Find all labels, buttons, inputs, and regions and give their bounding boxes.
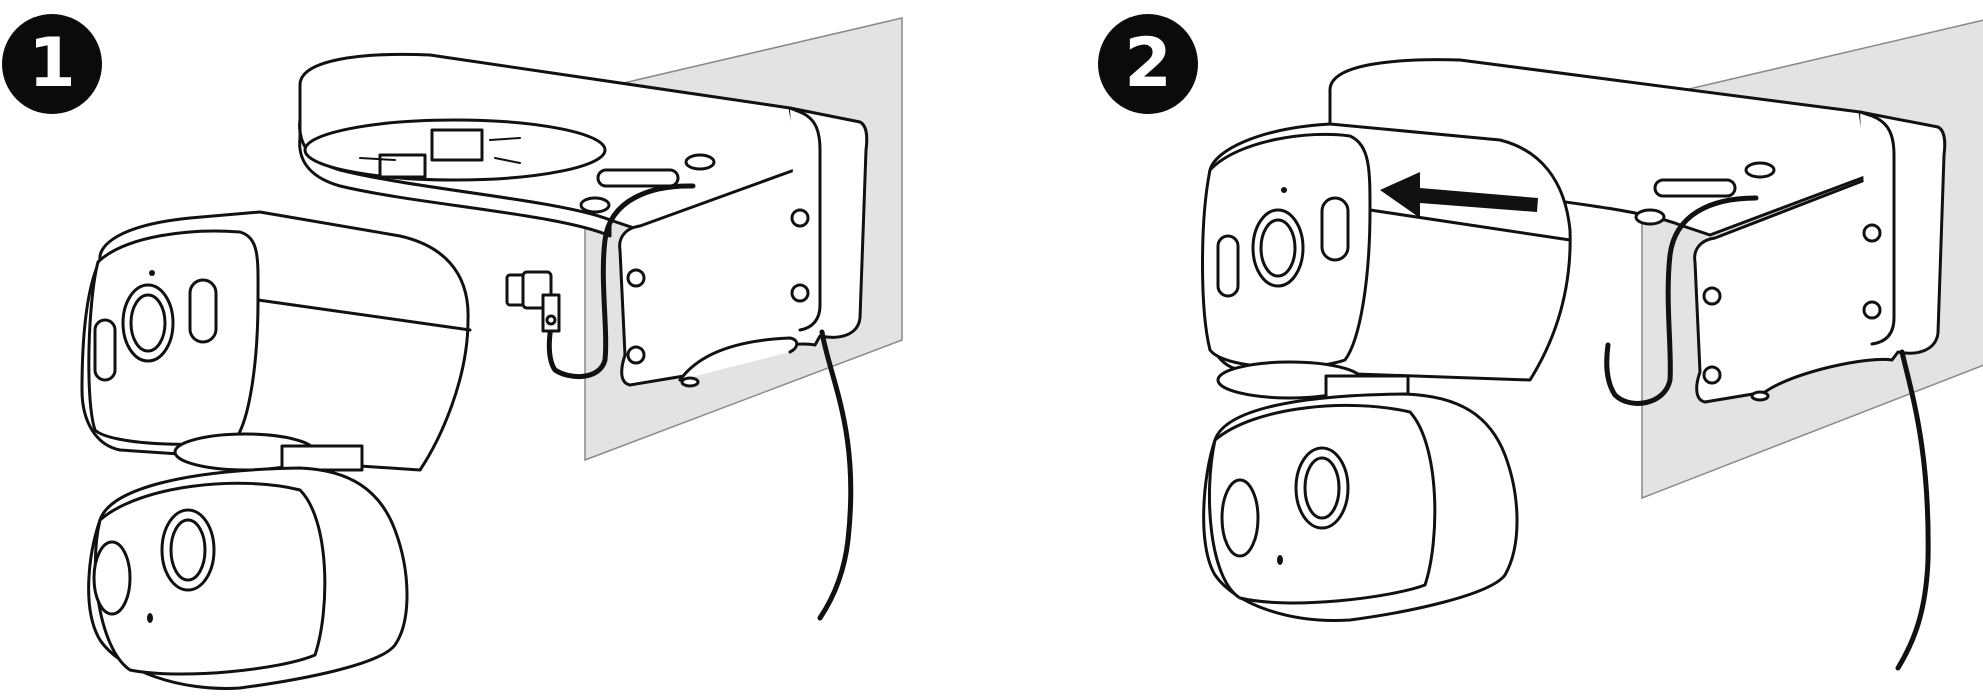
arrow-left-icon bbox=[1380, 172, 1538, 218]
power-cable bbox=[546, 183, 696, 380]
cable-connector bbox=[505, 270, 561, 333]
step-1-illustration bbox=[80, 17, 903, 690]
power-cable bbox=[1604, 195, 1759, 406]
step-2-number: 2 bbox=[1124, 24, 1172, 103]
step-2-badge: 2 bbox=[1098, 14, 1198, 114]
step-1-badge: 1 bbox=[2, 14, 102, 114]
step-1-number: 1 bbox=[28, 24, 76, 103]
step-2-illustration bbox=[1201, 19, 1983, 671]
